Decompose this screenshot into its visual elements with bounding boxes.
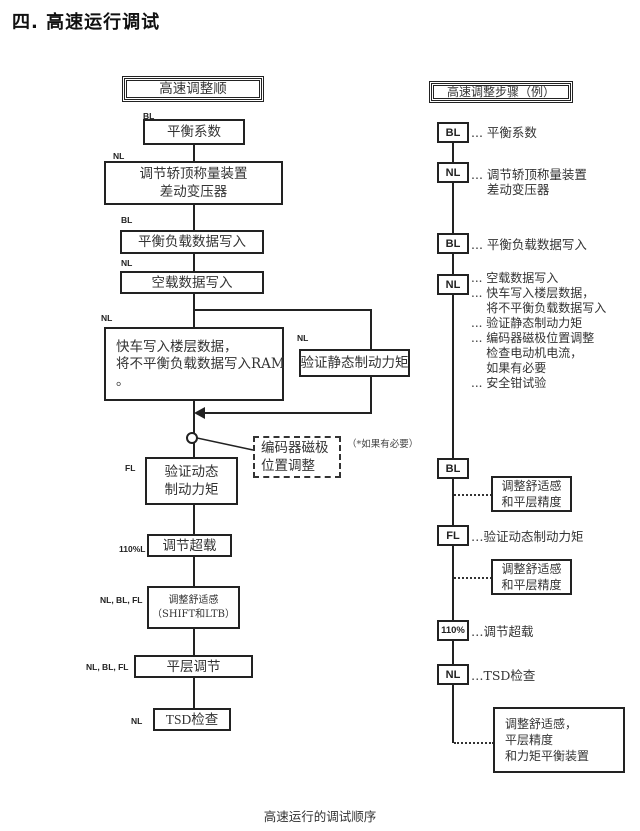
branch-tag: NL: [297, 333, 309, 343]
step-balance-coefficient: 平衡系数: [143, 119, 245, 145]
side-box-comfort: 调整舒适感 和平层精度: [491, 476, 572, 512]
step-floor-data-write: 快车写入楼层数据， 将不平衡负载数据写入RAM 。: [104, 327, 285, 401]
tag-110: 110%: [437, 620, 469, 641]
step-encoder-pole-adjust: 编码器磁极 位置调整: [253, 436, 341, 478]
step-tag: BL: [143, 111, 155, 121]
step-tag: NL, BL, FL: [100, 595, 143, 605]
tag-bl: BL: [437, 122, 469, 143]
main-connector: [193, 143, 195, 709]
right-step-text: ... 空载数据写入 ... 快车写入楼层数据， 将不平衡负载数据写入 ... …: [471, 271, 607, 390]
step-static-brake-torque: 验证静态制动力矩: [299, 349, 410, 377]
step-tsd-check: TSD检查: [153, 708, 231, 731]
step-balance-load-write: 平衡负载数据写入: [120, 230, 264, 254]
step-tag: BL: [121, 215, 133, 225]
step-tag: NL: [101, 313, 113, 323]
side-box-comfort: 调整舒适感 和平层精度: [491, 559, 572, 595]
dotted-connector: [454, 494, 492, 496]
tag-bl: BL: [437, 233, 469, 254]
tag-fl: FL: [437, 525, 469, 546]
step-tag: FL: [125, 463, 136, 473]
right-step-text: ... 调节轿顶称量装置 差动变压器: [471, 167, 587, 197]
arrow-left-icon: [194, 407, 205, 419]
right-step-text: …TSD检查: [471, 668, 536, 683]
step-tag: NL: [121, 258, 133, 268]
right-header: 高速调整步骤（例）: [429, 81, 573, 103]
page-title: 四. 高速运行调试: [12, 12, 161, 33]
step-comfort-adjust: 调整舒适感 （SHIFT和LTB）: [147, 586, 240, 629]
side-box-comfort-torque: 调整舒适感， 平层精度 和力矩平衡装置: [493, 707, 625, 773]
right-step-text: …调节超载: [471, 624, 534, 639]
dotted-connector: [454, 577, 492, 579]
step-tag: NL: [113, 151, 125, 161]
dotted-connector: [454, 742, 494, 744]
step-tag: 110%L: [119, 544, 146, 554]
right-step-text: …验证动态制动力矩: [471, 529, 584, 544]
step-overload-adjust: 调节超载: [147, 534, 232, 557]
step-tag: NL: [131, 716, 143, 726]
right-main-connector: [452, 140, 454, 743]
tag-nl: NL: [437, 274, 469, 295]
figure-caption: 高速运行的调试顺序: [263, 809, 377, 824]
left-header: 高速调整顺: [122, 76, 264, 102]
branch-return-line: [200, 412, 372, 414]
step-leveling-adjust: 平层调节: [134, 655, 253, 678]
right-step-text: ... 平衡负载数据写入: [471, 237, 587, 252]
branch-top-line: [193, 309, 372, 311]
tag-nl: NL: [437, 162, 469, 183]
optional-note: （*如果有必要）: [347, 439, 419, 450]
step-dynamic-brake-torque: 验证动态 制动力矩: [145, 457, 238, 505]
tag-nl: NL: [437, 664, 469, 685]
tag-bl: BL: [437, 458, 469, 479]
step-weighing-device: 调节轿顶称量装置 差动变压器: [104, 161, 283, 205]
step-no-load-write: 空载数据写入: [120, 271, 264, 294]
step-tag: NL, BL, FL: [86, 662, 129, 672]
right-step-text: ... 平衡系数: [471, 125, 537, 140]
optional-connector: [197, 437, 254, 451]
